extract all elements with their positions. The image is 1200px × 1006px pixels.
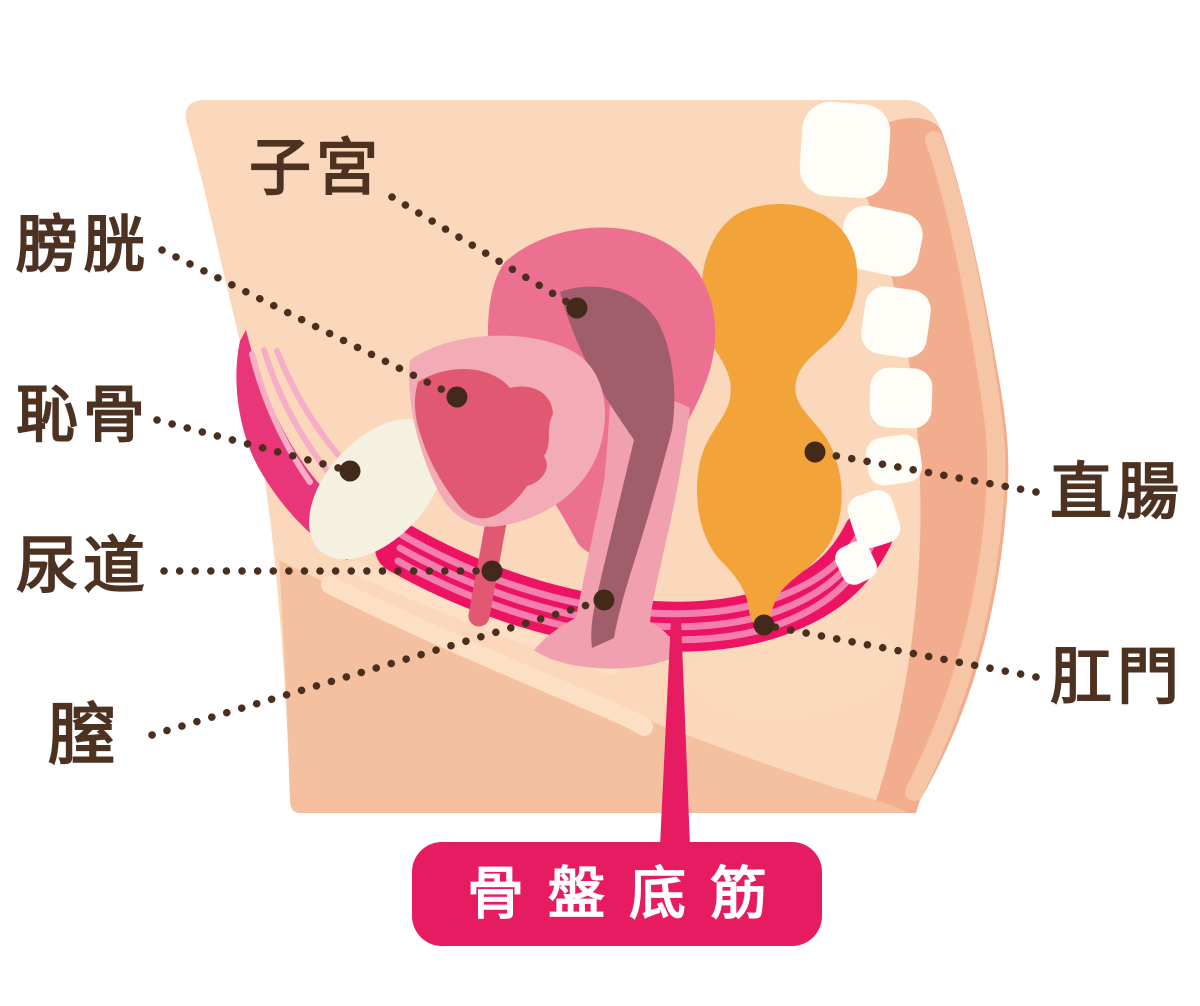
leader-lines <box>148 193 1040 739</box>
spine-vertebra <box>799 101 891 199</box>
pelvic-floor-badge: 骨盤底筋 <box>412 842 822 946</box>
abdominal-muscle-stripe <box>261 347 331 475</box>
badge-pointer-wedge <box>660 618 690 846</box>
pubic-bone-shape <box>309 418 445 560</box>
anchor-dot-bladder <box>446 386 468 408</box>
spine-vertebra <box>865 434 923 486</box>
sacrum-tailbone <box>847 490 901 548</box>
label-bladder: 膀胱 <box>16 208 151 281</box>
anchor-dot-rectum <box>804 441 826 463</box>
bladder-group <box>409 335 606 627</box>
label-urethra: 尿道 <box>16 529 151 602</box>
leader-line-uterus <box>388 193 581 312</box>
leader-line-pubic-bone <box>153 416 354 475</box>
label-vagina: 膣 <box>48 696 120 774</box>
spine-vertebra <box>861 286 931 358</box>
abdominal-muscle-stripe <box>249 351 313 485</box>
buttock-edge-highlight <box>905 131 1006 801</box>
anchor-dot-vagina <box>593 589 615 611</box>
rectum-shape <box>696 203 858 628</box>
anchor-dot-anus <box>753 614 775 636</box>
anchor-dot-urethra <box>481 560 503 582</box>
thigh-streak-long <box>321 576 653 736</box>
thigh-shading <box>279 560 908 813</box>
sacrum-tailbone <box>835 541 877 585</box>
label-uterus: 子宮 <box>249 131 384 204</box>
abdominal-muscle-stripe <box>274 348 349 467</box>
bladder-cavity <box>414 369 553 519</box>
leader-anchor-dots <box>339 297 826 636</box>
muscle-band-stripe <box>394 544 874 644</box>
label-pubic-bone: 恥骨 <box>16 378 151 451</box>
pelvic-floor-badge-label: 骨盤底筋 <box>467 860 791 927</box>
label-anus: 肛門 <box>1050 640 1185 713</box>
leader-line-anus <box>760 621 1040 681</box>
tailbone-group <box>835 490 901 585</box>
leader-line-rectum <box>811 448 1040 496</box>
spine-vertebra <box>839 205 923 277</box>
spine-group <box>799 101 933 486</box>
label-rectum: 直腸 <box>1050 455 1185 528</box>
anchor-dot-pubic-bone <box>339 460 361 482</box>
spine-vertebra <box>869 367 933 429</box>
anchor-dot-uterus <box>566 297 588 319</box>
leader-line-vagina <box>148 596 608 739</box>
uterus-cavity-and-vagina-canal <box>560 286 675 648</box>
muscle-band-stripe <box>396 531 872 631</box>
